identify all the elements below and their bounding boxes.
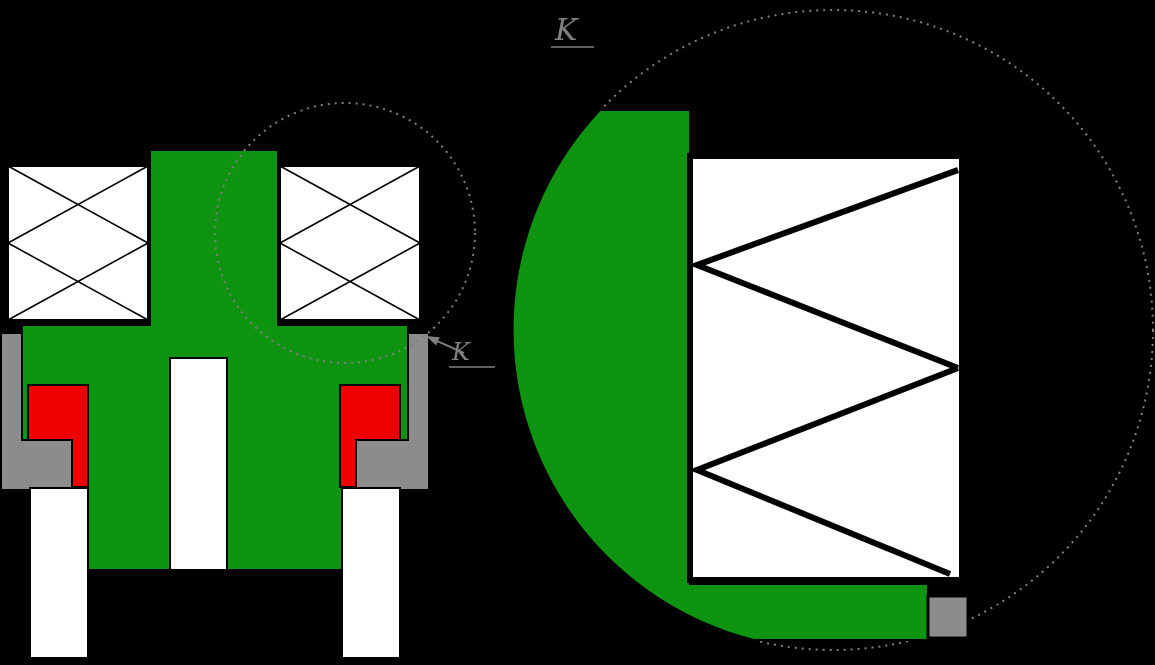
detail-winding-box <box>687 153 965 583</box>
detail-leader-line <box>436 340 465 354</box>
right-insulation <box>339 384 401 488</box>
detail-view: K <box>511 9 1154 651</box>
left-pin <box>29 487 89 659</box>
center-bore <box>169 357 228 571</box>
detail-winding-chevron-lower <box>688 365 960 577</box>
left-winding-box <box>7 165 149 321</box>
detail-arrowhead-icon <box>426 336 440 346</box>
right-winding-block <box>279 165 421 321</box>
left-winding-block <box>7 165 149 321</box>
detail-view-title: K <box>554 13 579 48</box>
winding-cross-line <box>7 242 149 321</box>
winding-cross-line <box>279 165 421 244</box>
detail-marker: K <box>214 102 495 368</box>
detail-winding-block <box>687 153 965 583</box>
detail-view-circle <box>512 9 1154 651</box>
component-cross-section <box>0 149 430 659</box>
detail-winding-chevron-upper <box>688 167 960 371</box>
detail-label: K <box>451 338 472 366</box>
detail-bobbin-flange <box>511 109 929 641</box>
right-winding-box <box>279 165 421 321</box>
detail-circle <box>214 102 476 364</box>
right-pin <box>341 487 401 659</box>
winding-cross-line <box>279 242 421 321</box>
detail-terminal-corner <box>926 594 970 640</box>
winding-cross-line <box>7 165 149 244</box>
